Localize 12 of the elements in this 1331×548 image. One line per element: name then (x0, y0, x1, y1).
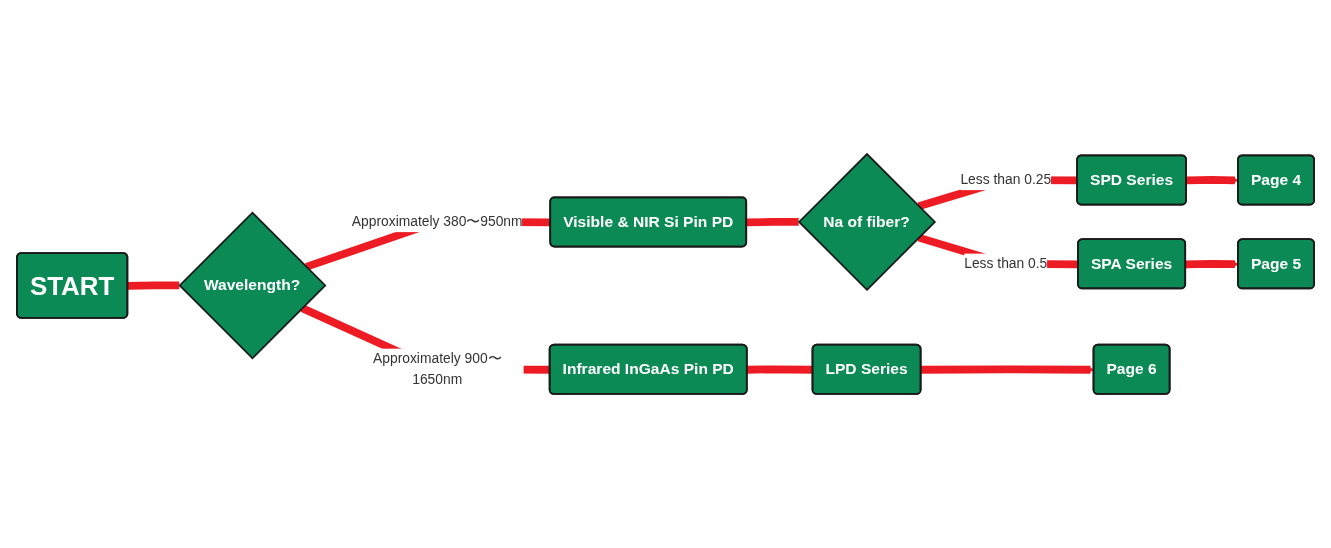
node-diamond: Wavelength? (178, 211, 327, 360)
edge-label: Less than 0.25 (960, 172, 1052, 187)
arrow (1185, 259, 1239, 269)
edge-label: Approximately 380〜950nm (351, 214, 523, 229)
node-diamond: Na of fiber? (797, 152, 937, 291)
connector (746, 218, 799, 227)
arrow (921, 365, 1095, 374)
arrow (1186, 176, 1239, 185)
connector (127, 281, 180, 290)
edge-label: Approximately 900〜1650nm (373, 351, 502, 387)
connector (747, 365, 813, 374)
edge-label: Less than 0.5 (964, 256, 1048, 271)
